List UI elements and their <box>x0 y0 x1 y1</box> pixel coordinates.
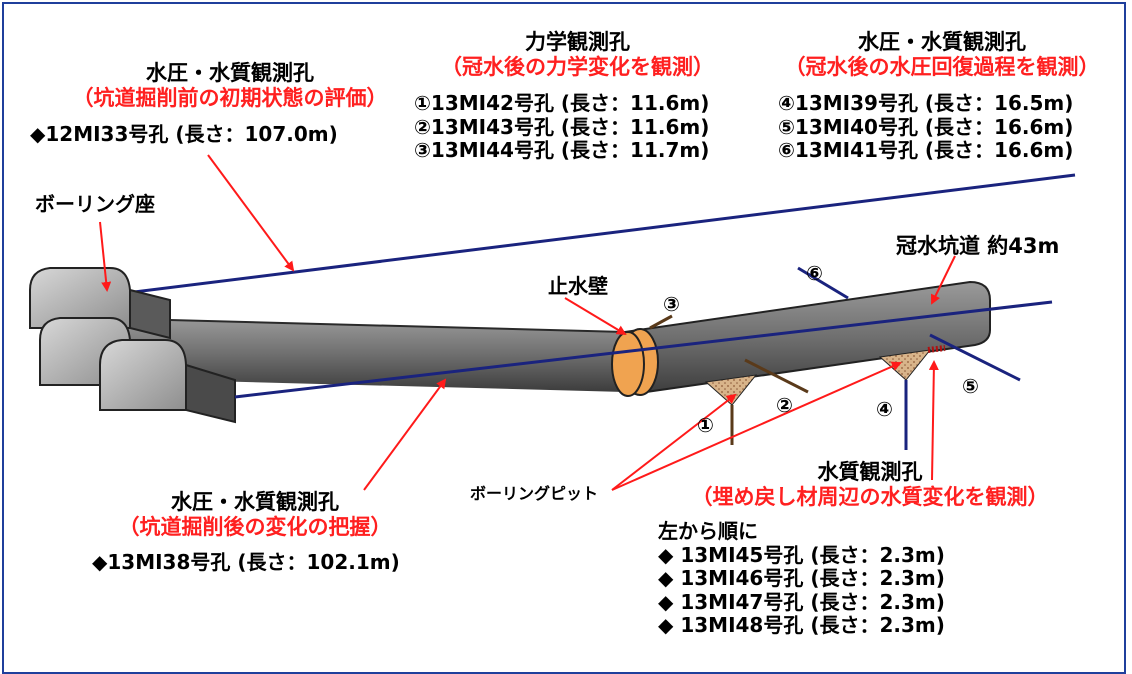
paren-close: ） <box>1078 54 1100 79</box>
top-right-group: 水圧・水質観測孔 （冠水後の水圧回復過程を観測） <box>762 30 1122 80</box>
borehole-3 <box>649 314 673 330</box>
hole-2: ②13MI43号孔 (長さ：11.6m) <box>414 114 710 139</box>
borehole-6 <box>797 266 849 300</box>
hole-5: ⑤13MI40号孔 (長さ：16.6m) <box>778 114 1074 139</box>
boring-seat-label: ボーリング座 <box>35 192 155 216</box>
marker-4: ④ <box>876 397 893 421</box>
boring-seat-blocks <box>29 267 236 424</box>
bottom-left-group: 水圧・水質観測孔 （坑道掘削後の変化の把握） <box>85 490 425 540</box>
borehole-13mi38 <box>234 300 1053 399</box>
paren-open: （ <box>691 484 713 509</box>
bottom-right-purpose: 埋め戻し材周辺の水質変化を観測 <box>712 484 1028 509</box>
marker-1: ① <box>697 413 714 437</box>
paren-open: （ <box>72 85 94 110</box>
top-right-purpose-line: （冠水後の水圧回復過程を観測） <box>762 55 1122 80</box>
bottom-right-group: 水質観測孔 （埋め戻し材周辺の水質変化を観測） <box>640 460 1100 510</box>
paren-close: ） <box>1027 484 1049 509</box>
top-right-title: 水圧・水質観測孔 <box>858 30 1026 54</box>
hole-46: ◆ 13MI46号孔 (長さ：2.3m) <box>658 566 945 591</box>
top-right-holes: ④13MI39号孔 (長さ：16.5m) ⑤13MI40号孔 (長さ：16.6m… <box>778 91 1074 163</box>
boring-pit-1 <box>704 374 758 406</box>
borehole-5 <box>929 333 1021 382</box>
paren-close: ） <box>693 54 714 79</box>
paren-close: ） <box>366 85 388 110</box>
top-mid-purpose: 冠水後の力学変化を観測 <box>462 54 693 79</box>
marker-3: ③ <box>663 292 680 316</box>
marker-2: ② <box>776 393 793 417</box>
main-drift-top <box>94 317 626 333</box>
hole-4: ④13MI39号孔 (長さ：16.5m) <box>778 91 1074 115</box>
bottom-right-purpose-line: （埋め戻し材周辺の水質変化を観測） <box>640 485 1100 510</box>
boring-pit-label: ボーリングピット <box>470 484 599 503</box>
hole-47: ◆ 13MI47号孔 (長さ：2.3m) <box>658 589 945 614</box>
leader-arrows <box>99 154 956 491</box>
hole-6: ⑥13MI41号孔 (長さ：16.6m) <box>778 138 1074 163</box>
order-label: 左から順に <box>658 519 758 543</box>
hole-3: ③13MI44号孔 (長さ：11.7m) <box>414 138 710 163</box>
top-left-purpose: 坑道掘削前の初期状態の評価 <box>93 85 367 110</box>
water-plug <box>611 328 659 397</box>
top-mid-title: 力学観測孔 <box>525 30 630 54</box>
flooded-drift-label: 冠水坑道 約43m <box>896 234 1060 258</box>
top-left-group: 水圧・水質観測孔 （坑道掘削前の初期状態の評価） <box>60 61 400 111</box>
top-left-purpose-line: （坑道掘削前の初期状態の評価） <box>60 86 400 111</box>
paren-open: （ <box>441 54 462 79</box>
bottom-right-title: 水質観測孔 <box>817 460 923 484</box>
paren-open: （ <box>118 514 140 539</box>
main-drift <box>95 318 625 392</box>
top-right-purpose: 冠水後の水圧回復過程を観測 <box>805 54 1079 79</box>
marker-6: ⑥ <box>806 261 823 285</box>
plug-label: 止水壁 <box>548 274 608 298</box>
top-mid-group: 力学観測孔 （冠水後の力学変化を観測） <box>405 30 750 80</box>
paren-open: （ <box>784 54 806 79</box>
hole-45: ◆ 13MI45号孔 (長さ：2.3m) <box>658 542 945 567</box>
bottom-right-list: 左から順に ◆ 13MI45号孔 (長さ：2.3m) ◆ 13MI46号孔 (長… <box>658 519 945 638</box>
borehole-12mi33 <box>109 173 1076 297</box>
top-mid-holes: ①13MI42号孔 (長さ：11.6m) ②13MI43号孔 (長さ：11.6m… <box>414 91 710 163</box>
flooded-drift <box>624 280 991 397</box>
borehole-2 <box>744 358 809 394</box>
bottom-left-purpose: 坑道掘削後の変化の把握 <box>139 514 371 539</box>
bottom-left-title: 水圧・水質観測孔 <box>171 490 339 514</box>
top-mid-purpose-line: （冠水後の力学変化を観測） <box>405 55 750 80</box>
bottom-left-purpose-line: （坑道掘削後の変化の把握） <box>85 515 425 540</box>
backfill-marker <box>927 345 946 353</box>
hole-48: ◆ 13MI48号孔 (長さ：2.3m) <box>658 613 945 638</box>
bottom-left-hole: ◆13MI38号孔 (長さ：102.1m) <box>92 550 400 574</box>
paren-close: ） <box>370 514 392 539</box>
top-left-title: 水圧・水質観測孔 <box>146 61 314 85</box>
marker-5: ⑤ <box>962 374 979 398</box>
top-left-hole: ◆12MI33号孔 (長さ：107.0m) <box>30 122 338 146</box>
hole-1: ①13MI42号孔 (長さ：11.6m) <box>414 91 710 115</box>
